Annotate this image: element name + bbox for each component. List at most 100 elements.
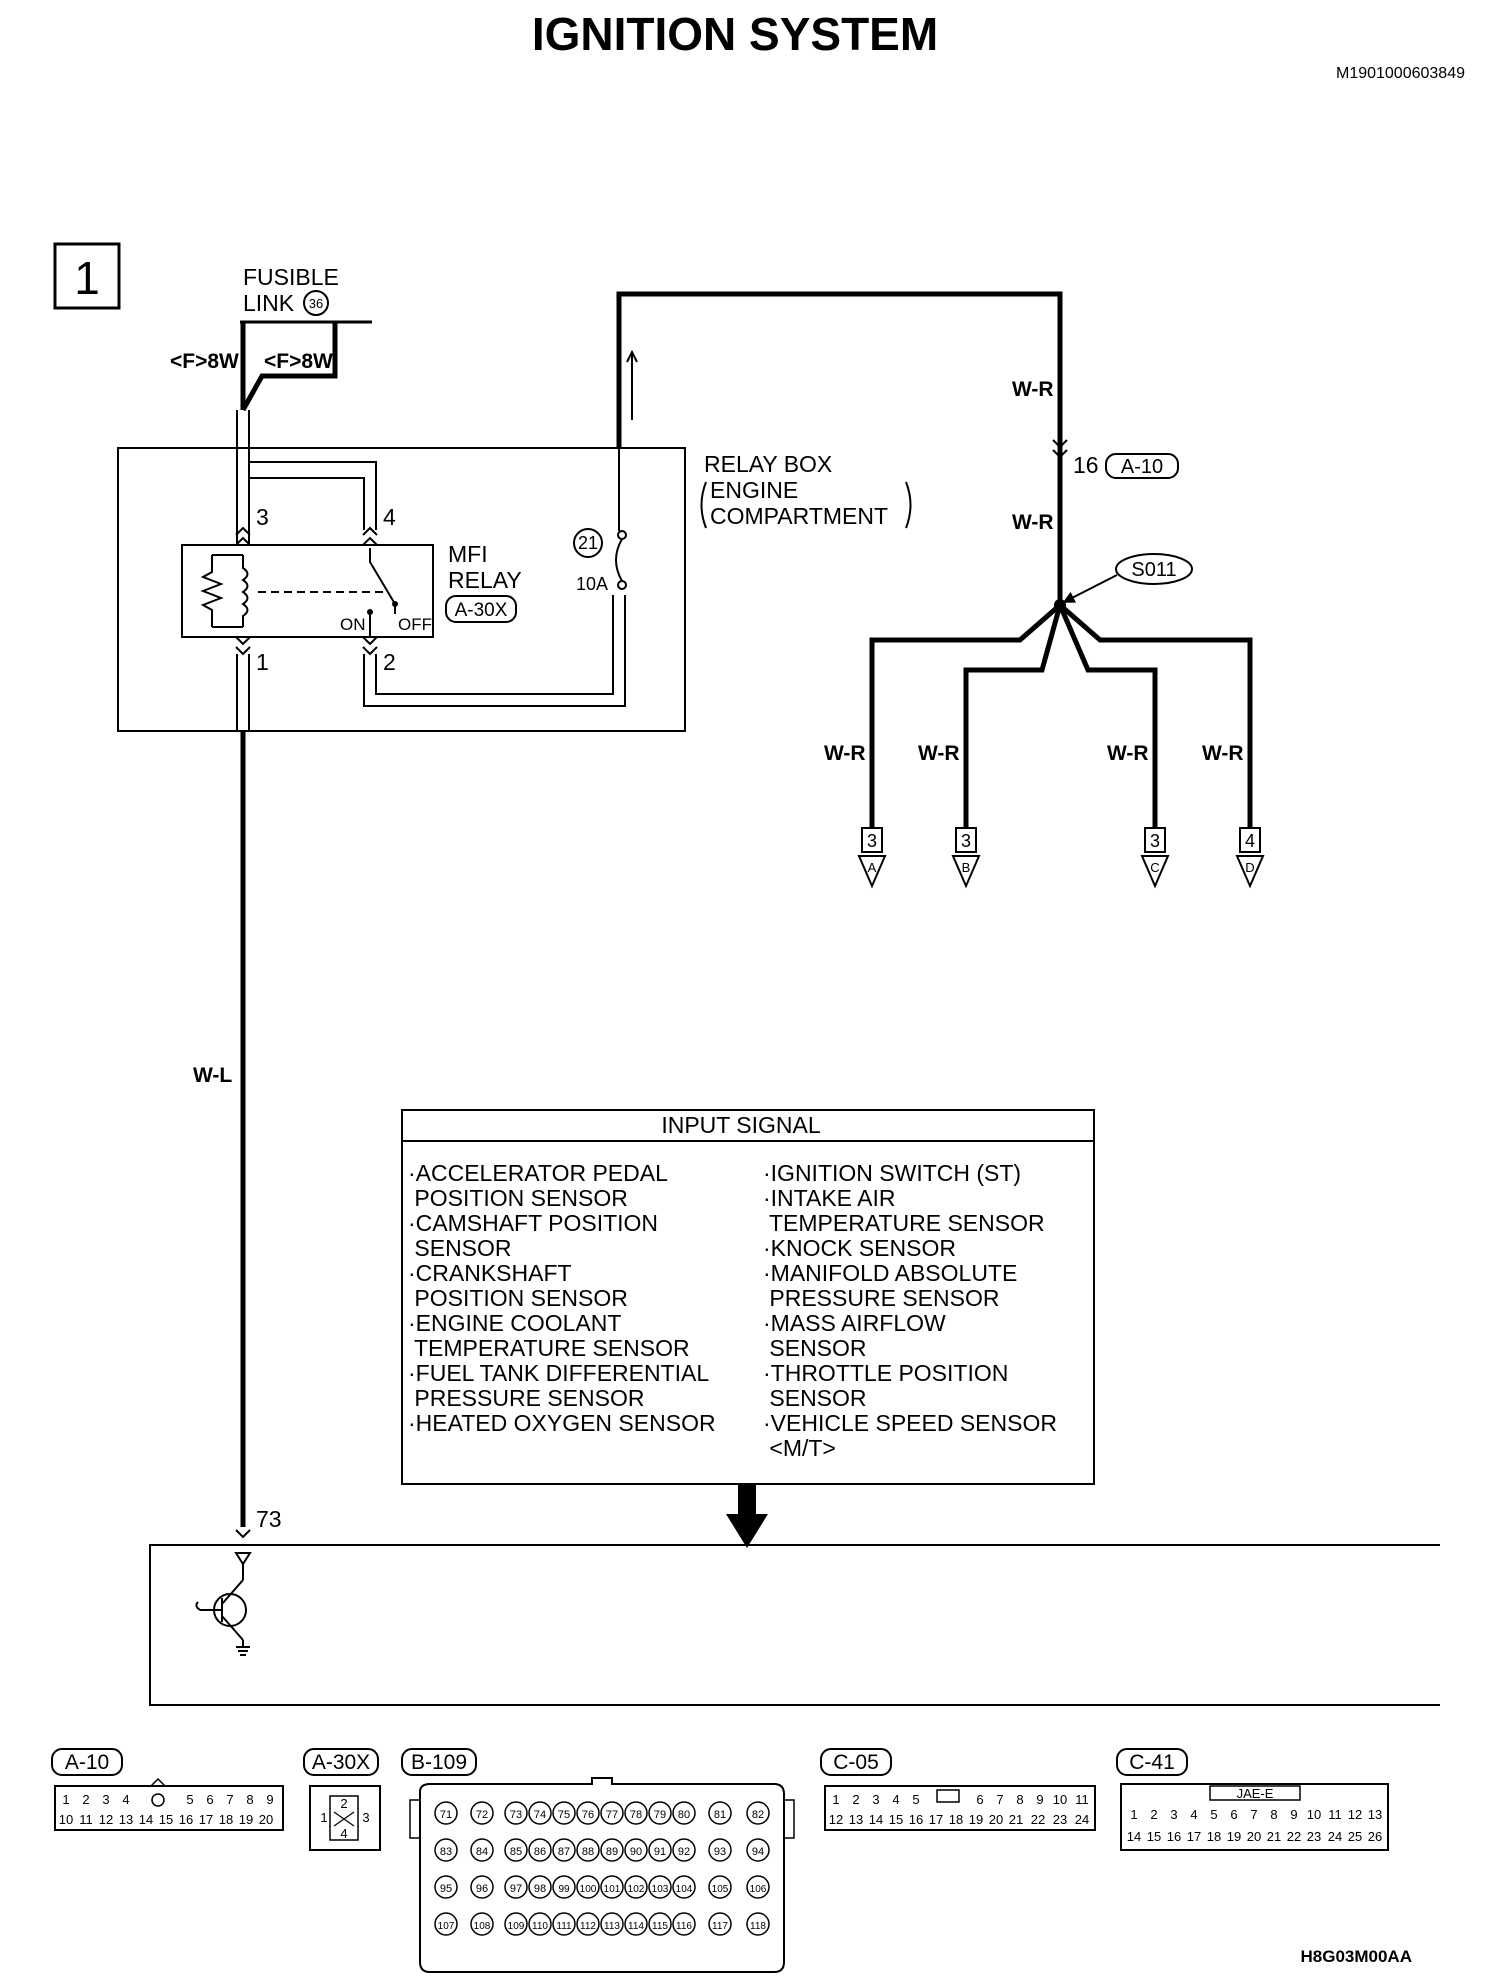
input-signal-right-item: ·INTAKE AIR (763, 1185, 896, 1211)
ecu-pin-number: 73 (256, 1506, 282, 1532)
input-signal-left-item: ·ENGINE COOLANT (408, 1310, 621, 1336)
input-signal-right-item: SENSOR (763, 1335, 867, 1361)
connector-pin: 88 (582, 1846, 594, 1858)
connector-pin: 114 (628, 1921, 644, 1932)
connector-pin: 3 (872, 1792, 879, 1807)
connector-pin: 105 (712, 1884, 729, 1895)
connector-pin: 2 (852, 1792, 859, 1807)
connector-a10-row1: 1 2 3 4 5 6 7 8 9 (62, 1792, 273, 1807)
branch-a-number: 3 (867, 831, 877, 851)
input-signal-right-item: ·MASS AIRFLOW (763, 1310, 946, 1336)
connector-c05: C-05 1 2 3 4 5 6 7 8 9 10 11 12 13 14 15… (820, 1748, 1096, 1831)
fuse-rating: 10A (576, 574, 608, 594)
branch-c-letter: C (1150, 860, 1159, 875)
relay-box (117, 447, 686, 732)
connector-pin: 16 (1167, 1829, 1181, 1844)
connector-pin: 74 (534, 1809, 546, 1821)
connector-pin: 19 (239, 1812, 253, 1827)
splice-label: S011 (1131, 559, 1176, 581)
connector-pin: 103 (652, 1884, 669, 1895)
connector-pin: 116 (676, 1921, 692, 1932)
splice-tag (1115, 553, 1193, 585)
connector-a10-row2: 10 11 12 13 14 15 16 17 18 19 20 (59, 1812, 273, 1827)
connector-c05-row1: 1 2 3 4 5 6 7 8 9 10 11 (832, 1792, 1088, 1807)
connector-pin: 79 (654, 1809, 666, 1821)
mfi-relay-off-label: OFF (398, 615, 432, 634)
connector-pin: 8 (1270, 1807, 1277, 1822)
connector-pin: 90 (630, 1846, 642, 1858)
connector-pin: 94 (752, 1846, 764, 1858)
connector-pin: 117 (712, 1921, 728, 1932)
connector-pin: 10 (1053, 1792, 1067, 1807)
branch-b-letter: B (962, 860, 971, 875)
mfi-relay-pin3-terminal (235, 526, 251, 546)
connector-pin: 16 (179, 1812, 193, 1827)
fusible-link-label-1: FUSIBLE (243, 264, 339, 290)
connector-pin: 15 (889, 1812, 903, 1827)
ecu-box (149, 1544, 1440, 1706)
input-signal-left-item: SENSOR (408, 1235, 512, 1261)
connector-b109: B-109 (401, 1748, 795, 1973)
connector-pin: 8 (1016, 1792, 1023, 1807)
connector-pin: 115 (652, 1921, 668, 1932)
mfi-relay-pin-4: 4 (383, 504, 396, 530)
connector-pin: 12 (1348, 1807, 1362, 1822)
connector-pin: 26 (1368, 1829, 1382, 1844)
input-signal-left-list: ·ACCELERATOR PEDAL POSITION SENSOR ·CAMS… (408, 1160, 716, 1436)
connector-pin: 6 (206, 1792, 213, 1807)
connector-pin: 17 (929, 1812, 943, 1827)
connector-c41-row2: 14 15 16 17 18 19 20 21 22 23 24 25 26 (1127, 1829, 1382, 1844)
document-id: M1901000603849 (1336, 65, 1465, 82)
connector-pin: 1 (832, 1792, 839, 1807)
connector-pin: 23 (1307, 1829, 1321, 1844)
mfi-relay-label-1: MFI (448, 541, 488, 567)
connector-pin: 78 (630, 1809, 642, 1821)
splice-branch-d (1058, 603, 1253, 828)
mfi-relay-connector-box (445, 595, 517, 623)
mfi-relay-on-label: ON (340, 615, 366, 634)
connector-c41: C-41 JAE-E 1 2 3 4 5 6 7 8 9 10 11 12 13… (1116, 1748, 1389, 1851)
connector-c41-header: JAE-E (1237, 1786, 1274, 1801)
section-number-box (53, 242, 121, 310)
connector-a10-label: A-10 (65, 1751, 109, 1774)
connector-pin: 86 (534, 1846, 546, 1858)
input-signal-right-item: ·VEHICLE SPEED SENSOR (763, 1410, 1057, 1436)
input-signal-right-item: TEMPERATURE SENSOR (763, 1210, 1045, 1236)
connector-pin: 19 (1227, 1829, 1241, 1844)
relay-output-wire-pin1 (236, 654, 250, 731)
connector-pin: 2 (1150, 1807, 1157, 1822)
connector-c05-row2: 12 13 14 15 16 17 18 19 20 21 22 23 24 (829, 1812, 1089, 1827)
relay-box-paren-left (700, 481, 707, 529)
mfi-relay-body (181, 544, 434, 638)
fusible-link-label-2: LINK (243, 290, 295, 316)
connector-pin: 23 (1053, 1812, 1067, 1827)
relay-feed-top (249, 461, 377, 530)
connector-pin: 95 (440, 1883, 452, 1895)
input-signal-right-item: SENSOR (763, 1385, 867, 1411)
fuse-terminal-top (617, 530, 627, 540)
input-signal-left-item: ·ACCELERATOR PEDAL (408, 1160, 668, 1186)
relay-box-label-3: COMPARTMENT (710, 503, 888, 529)
connector-c41-row1: 1 2 3 4 5 6 7 8 9 10 11 12 13 (1130, 1807, 1382, 1822)
connector-pin: 14 (1127, 1829, 1141, 1844)
connector-pin: 83 (440, 1846, 452, 1858)
input-signal-left-item: POSITION SENSOR (408, 1285, 628, 1311)
connector-pin: 17 (199, 1812, 213, 1827)
mfi-relay-pin4-terminal (362, 526, 378, 546)
connector-pin: 85 (510, 1846, 522, 1858)
mfi-relay-pin-1: 1 (256, 649, 269, 675)
connector-a10: A-10 1 2 3 4 5 6 7 8 9 10 11 12 13 14 15… (51, 1748, 284, 1831)
connector-pin: 12 (99, 1812, 113, 1827)
connector-pin: 9 (1290, 1807, 1297, 1822)
ecu-transistor-symbol (200, 1579, 244, 1641)
connector-pin: 106 (750, 1884, 767, 1895)
relay-box-label-2: ENGINE (710, 477, 798, 503)
input-signal-left-item: ·FUEL TANK DIFFERENTIAL (408, 1360, 709, 1386)
connector-pin: 82 (752, 1809, 764, 1821)
connector-pin: 96 (476, 1883, 488, 1895)
connector-pin: 20 (1247, 1829, 1261, 1844)
connector-pin: 107 (438, 1921, 455, 1932)
connector-a30x-label: A-30X (312, 1751, 370, 1774)
connector-pin: 24 (1328, 1829, 1342, 1844)
